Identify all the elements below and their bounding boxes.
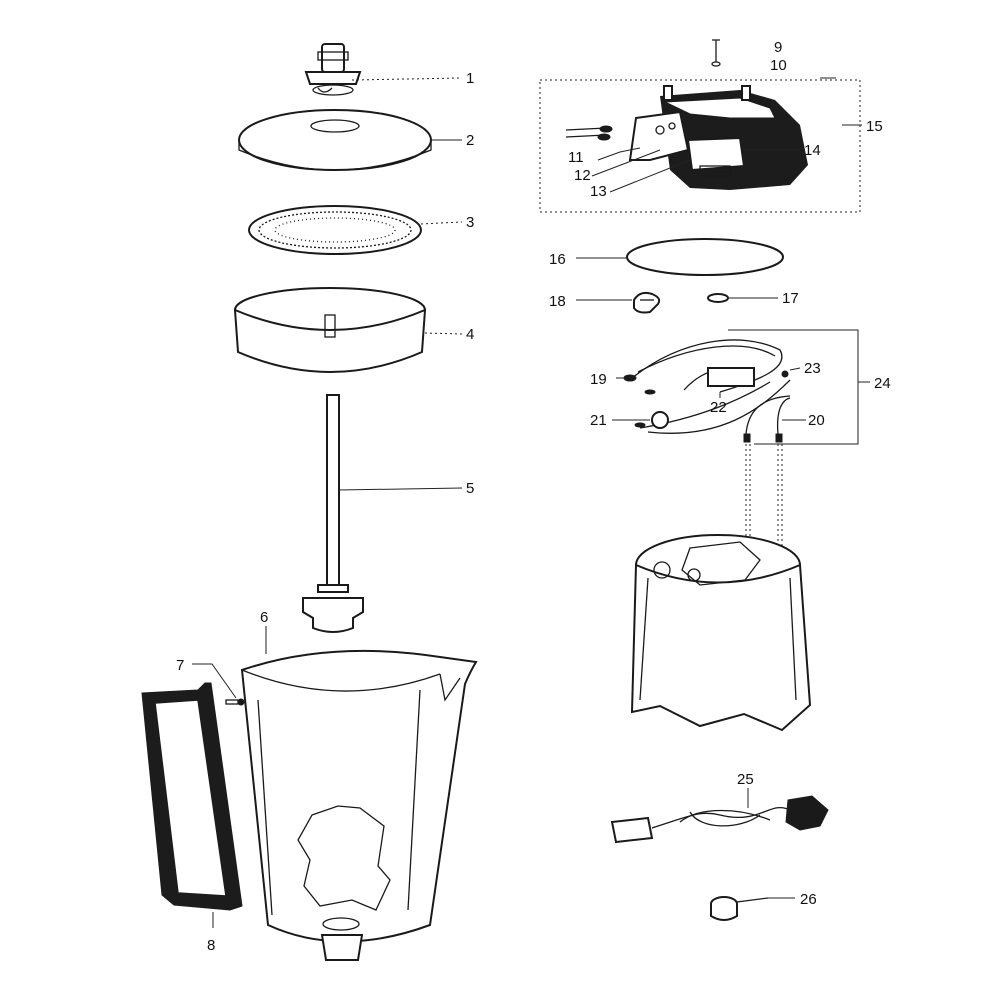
label-17: 17	[782, 290, 799, 307]
part-5-shaft	[302, 394, 364, 633]
part-6-jar	[240, 649, 478, 961]
label-1: 1	[466, 70, 474, 87]
assembly-15-box	[539, 79, 861, 213]
leader-lines	[192, 77, 870, 928]
label-12: 12	[574, 167, 591, 184]
label-9: 9	[774, 39, 782, 56]
part-7-screw	[225, 698, 245, 706]
label-19: 19	[590, 371, 607, 388]
part-26-cap	[710, 896, 769, 921]
part-25-power-cord	[610, 795, 829, 844]
part-4-basket	[233, 287, 427, 373]
part-15-motor-housing	[628, 85, 808, 190]
label-25: 25	[737, 771, 754, 788]
label-11: 11	[568, 149, 584, 166]
label-13: 13	[590, 183, 607, 200]
part-17-washer	[707, 293, 729, 303]
label-18: 18	[549, 293, 566, 310]
label-16: 16	[549, 251, 566, 268]
label-20: 20	[808, 412, 825, 429]
part-labels: 1 2 3 4 5 6 7 8 9 10 11 12 13 14 15 16 1…	[176, 39, 891, 954]
label-6: 6	[260, 609, 268, 626]
label-3: 3	[466, 214, 474, 231]
label-23: 23	[804, 360, 821, 377]
part-16-gasket	[626, 238, 784, 276]
label-5: 5	[466, 480, 474, 497]
label-14: 14	[804, 142, 821, 159]
label-8: 8	[207, 937, 215, 954]
label-15: 15	[866, 118, 883, 135]
label-24: 24	[874, 375, 891, 392]
label-2: 2	[466, 132, 474, 149]
label-10: 10	[770, 57, 787, 74]
part-11-connectors	[565, 125, 613, 141]
part-2-lid	[238, 109, 432, 171]
label-21: 21	[590, 412, 607, 429]
motor-base-housing	[630, 534, 812, 732]
label-4: 4	[466, 326, 474, 343]
label-22: 22	[710, 399, 727, 416]
part-3-strainer	[248, 205, 422, 255]
part-1-knob	[304, 43, 362, 96]
label-7: 7	[176, 657, 184, 674]
part-18-clip	[633, 291, 661, 314]
part-9-10-screw	[711, 39, 721, 67]
part-8-handle	[141, 682, 243, 911]
label-26: 26	[800, 891, 817, 908]
part-24-wiring-harness	[623, 339, 791, 552]
